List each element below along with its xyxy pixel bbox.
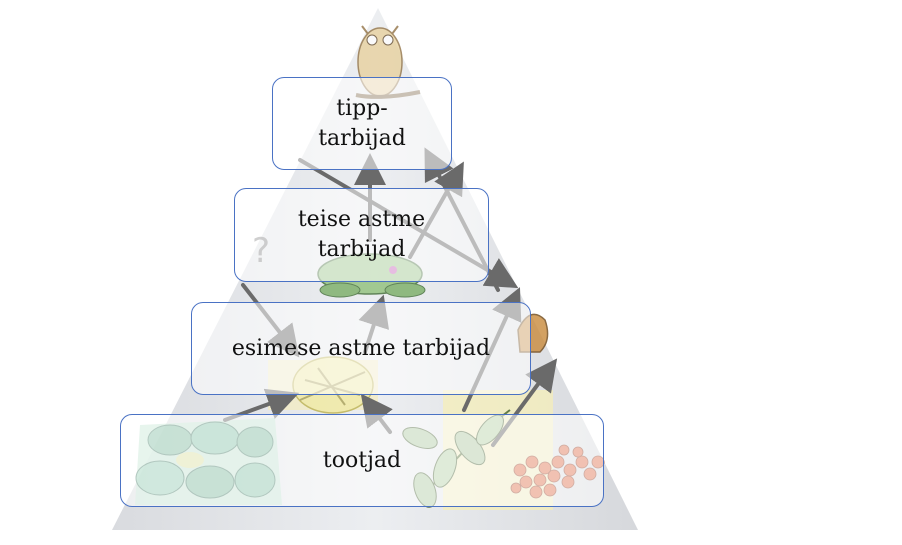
- level-label-producers: tootjad: [322, 447, 402, 473]
- level-label-second-line1: teise astme: [297, 207, 426, 232]
- level-box-producers: tootjad: [120, 414, 604, 507]
- level-box-first-order-consumers: esimese astme tarbijad: [191, 302, 531, 395]
- level-label-apex-line1: tipp-: [336, 95, 388, 121]
- level-label-apex-line2: tarbijad: [318, 125, 406, 151]
- level-label-first: esimese astme tarbijad: [231, 335, 491, 361]
- level-box-apex-consumers: tipp- tarbijad: [272, 77, 452, 170]
- level-box-second-order-consumers: teise astme tarbijad: [234, 188, 489, 282]
- level-label-second-line2: tarbijad: [317, 237, 406, 262]
